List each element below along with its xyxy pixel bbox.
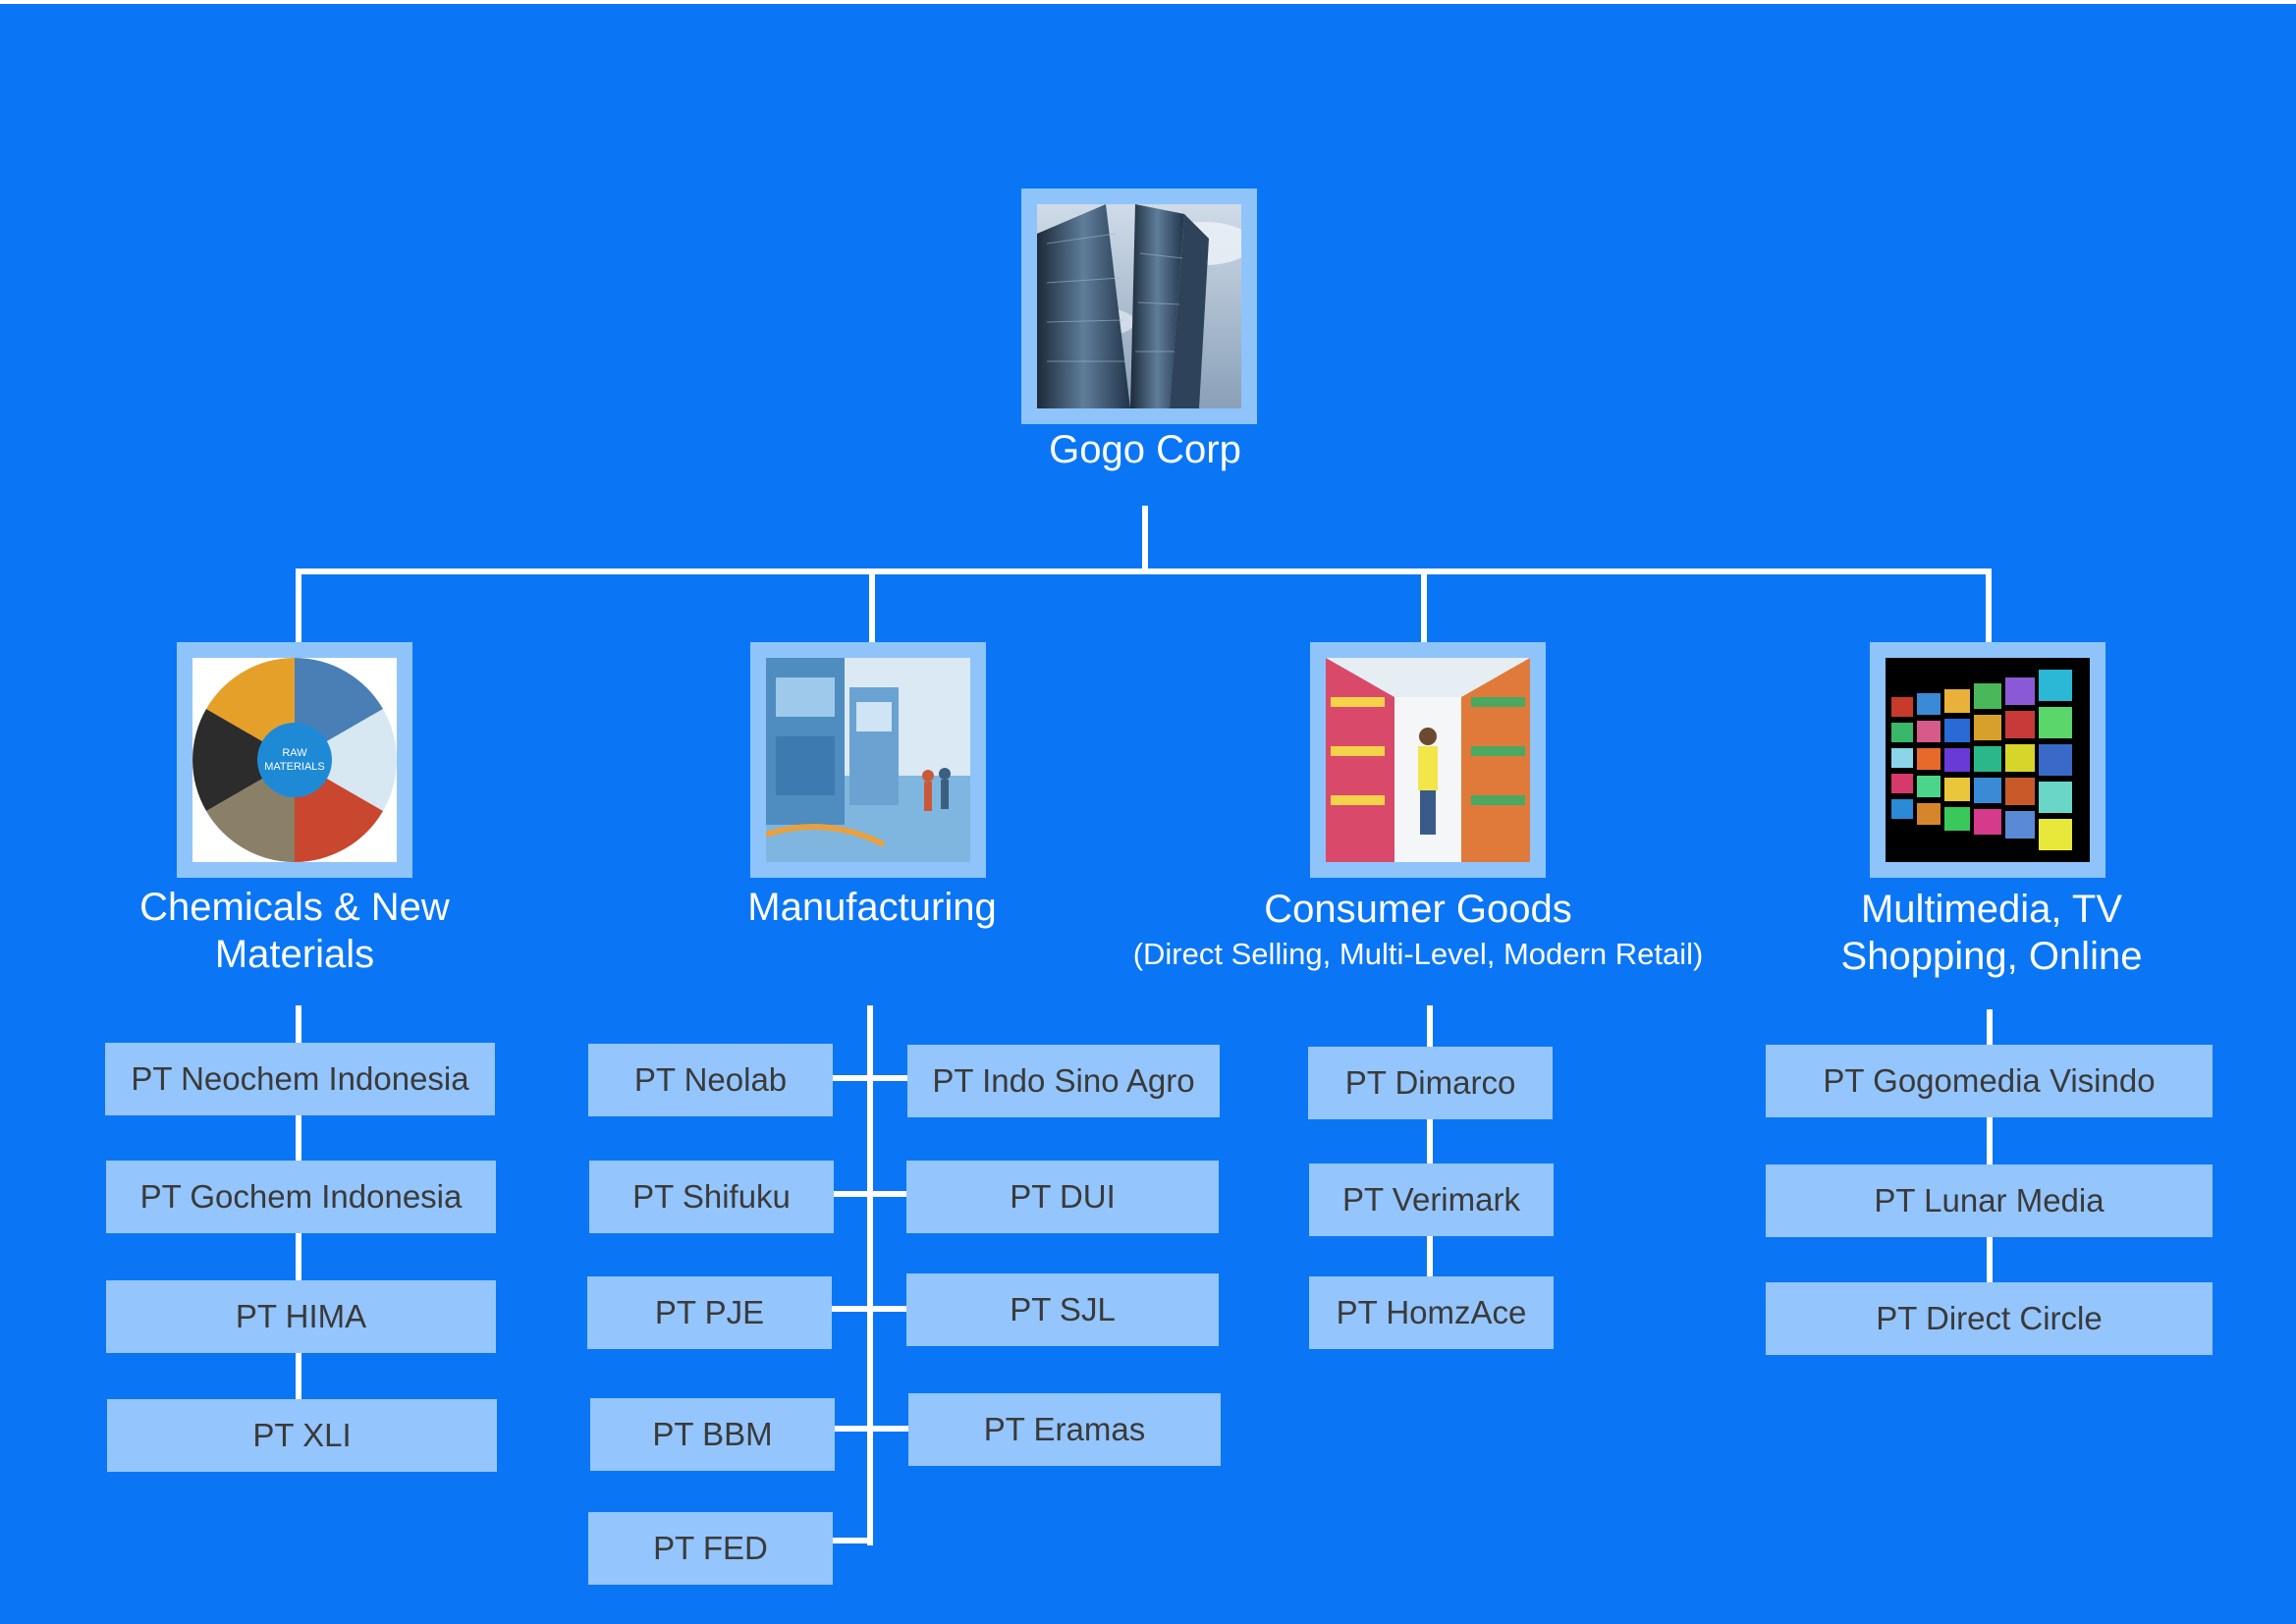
- company-box[interactable]: PT SJL: [906, 1273, 1219, 1346]
- manufacturing-photo-frame: [750, 642, 986, 878]
- connector-consumer-spine: [1427, 1005, 1433, 1300]
- consumer-sublabel: (Direct Selling, Multi-Level, Modern Ret…: [1132, 937, 1704, 971]
- chemicals-label-line2: Materials: [214, 933, 375, 976]
- multimedia-label: Multimedia, TV Shopping, Online: [1795, 886, 2188, 980]
- company-box[interactable]: PT Gochem Indonesia: [106, 1161, 496, 1233]
- root-label: Gogo Corp: [1049, 428, 1241, 471]
- connector-mfg-row2: [831, 1191, 909, 1197]
- factory-photo: [766, 658, 970, 862]
- company-box[interactable]: PT PJE: [587, 1276, 832, 1349]
- multimedia-label-line2: Shopping, Online: [1840, 935, 2143, 978]
- connector-div1-drop: [296, 568, 301, 643]
- multimedia-photo-frame: [1870, 642, 2105, 878]
- consumer-photo-frame: [1310, 642, 1546, 878]
- company-box[interactable]: PT HomzAce: [1309, 1276, 1554, 1349]
- company-box[interactable]: PT DUI: [906, 1161, 1219, 1233]
- company-box[interactable]: PT Dimarco: [1308, 1047, 1553, 1119]
- manufacturing-label: Manufacturing: [747, 886, 997, 929]
- chemicals-label: Chemicals & New Materials: [98, 884, 491, 978]
- org-chart-canvas: Gogo Corp RAW MATERIALS Chemicals & New …: [0, 4, 2296, 1624]
- company-box[interactable]: PT Gogomedia Visindo: [1766, 1045, 2213, 1117]
- svg-text:MATERIALS: MATERIALS: [264, 761, 325, 773]
- raw-materials-photo: RAW MATERIALS: [192, 658, 397, 862]
- connector-mfg-row1: [831, 1075, 909, 1081]
- company-box[interactable]: PT Shifuku: [589, 1161, 834, 1233]
- company-box[interactable]: PT Eramas: [908, 1393, 1221, 1466]
- supermarket-photo: [1326, 658, 1530, 862]
- connector-media-spine: [1987, 1009, 1993, 1304]
- connector-div4-drop: [1986, 568, 1992, 643]
- company-box[interactable]: PT Neochem Indonesia: [105, 1043, 495, 1115]
- multimedia-label-line1: Multimedia, TV: [1860, 888, 2122, 931]
- company-box[interactable]: PT BBM: [590, 1398, 835, 1471]
- company-box[interactable]: PT Neolab: [588, 1044, 833, 1116]
- connector-mfg-spine: [867, 1005, 873, 1545]
- chemicals-label-line1: Chemicals & New: [139, 886, 450, 929]
- chemicals-photo-frame: RAW MATERIALS: [177, 642, 412, 878]
- company-box[interactable]: PT Verimark: [1309, 1164, 1554, 1236]
- skyscraper-photo: [1037, 204, 1241, 408]
- connector-div2-drop: [869, 568, 875, 643]
- connector-mfg-row5: [831, 1538, 870, 1543]
- company-box[interactable]: PT Lunar Media: [1766, 1164, 2213, 1237]
- connector-mfg-row4: [831, 1426, 909, 1432]
- connector-root-down: [1142, 506, 1148, 572]
- raw-materials-badge-text: RAW: [282, 747, 307, 759]
- company-box[interactable]: PT Direct Circle: [1766, 1282, 2213, 1355]
- company-box[interactable]: PT HIMA: [106, 1280, 496, 1353]
- consumer-label: Consumer Goods: [1264, 888, 1572, 931]
- company-box[interactable]: PT FED: [588, 1512, 833, 1585]
- root-photo-frame: [1021, 189, 1257, 424]
- connector-horizontal-bus: [296, 568, 1992, 574]
- company-box[interactable]: PT XLI: [107, 1399, 497, 1472]
- connector-mfg-row3: [831, 1306, 909, 1312]
- video-wall-photo: [1886, 658, 2090, 862]
- company-box[interactable]: PT Indo Sino Agro: [907, 1045, 1220, 1117]
- connector-div3-drop: [1421, 568, 1427, 643]
